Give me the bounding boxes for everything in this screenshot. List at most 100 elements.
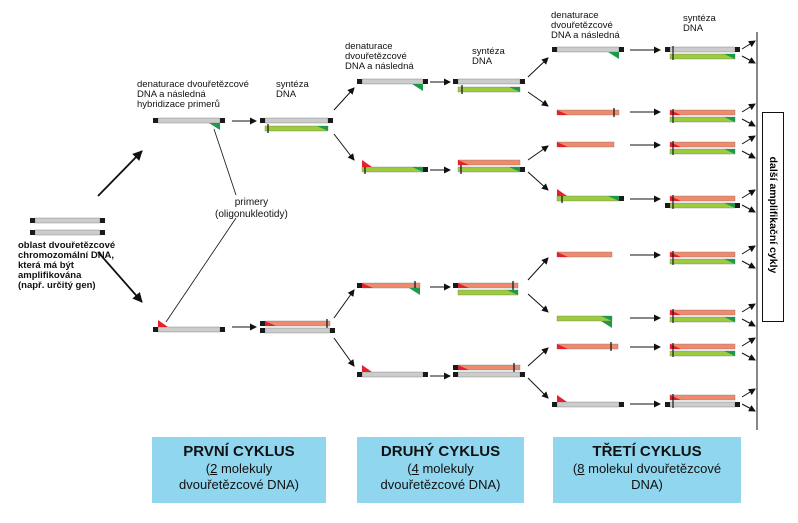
cycle3-product-1	[665, 46, 740, 60]
strand-end	[665, 203, 670, 208]
red-primer	[557, 344, 568, 349]
cycle-count-line: (4 molekuly	[407, 461, 474, 476]
arrow-further	[741, 55, 756, 64]
process-arrows	[97, 32, 758, 430]
cycle3-product-8	[665, 394, 740, 408]
arrow-to-denaturation	[97, 251, 143, 303]
template-strand	[157, 326, 221, 333]
cycle-title: TŘETÍ CYKLUS	[592, 443, 702, 460]
cycle-box-1: PRVNÍ CYKLUS (2 molekuly dvouřetězcové D…	[152, 437, 326, 503]
strand-end	[260, 118, 265, 123]
red-primer	[557, 189, 567, 196]
green-primer	[608, 52, 619, 59]
strand-end	[330, 328, 335, 333]
strand-end	[357, 79, 362, 84]
strand-end	[619, 402, 624, 407]
denaturation-label-cycle3: denaturace dvouřetězcové DNA a následná	[551, 10, 620, 41]
arrow-cycle2	[333, 289, 355, 319]
arrow-cycle3	[527, 145, 549, 161]
strand-end	[30, 230, 35, 235]
arrow-cycle3	[527, 171, 549, 191]
cycle3-denatured-1	[552, 46, 624, 59]
red-primer	[557, 110, 568, 115]
cycle-box-3: TŘETÍ CYKLUS (8 molekul dvouřetězcové DN…	[553, 437, 741, 503]
cycle3-denatured-8	[552, 395, 624, 408]
dna-molecules	[30, 46, 740, 408]
green-primer	[601, 321, 612, 328]
strand-end	[619, 47, 624, 52]
green-primer	[412, 167, 423, 172]
synthesis-label-cycle3: syntéza DNA	[683, 13, 716, 34]
red-primer	[158, 320, 168, 327]
further-cycles-label: další amplifikační cykly	[767, 156, 779, 274]
template-strand	[361, 371, 424, 378]
arrow-further	[741, 118, 756, 127]
strand-end	[260, 328, 265, 333]
arrow-further	[741, 303, 756, 313]
red-primer	[362, 160, 372, 167]
cycle-description: DNA)	[631, 477, 663, 492]
cycle2-denatured-2	[361, 160, 428, 174]
strand-end	[552, 402, 557, 407]
arrow-further	[741, 204, 756, 213]
synthesis-label-cycle2: syntéza DNA	[472, 46, 505, 67]
strand-end	[453, 79, 458, 84]
cycle-description: dvouřetězcové DNA)	[179, 477, 299, 492]
arrow-cycle3	[527, 347, 549, 367]
strand-end	[100, 218, 105, 223]
strand-end	[520, 79, 525, 84]
new-strand	[669, 116, 736, 123]
cycle2-product-4	[453, 363, 525, 378]
green-primer	[608, 196, 619, 201]
arrow-to-denaturation	[97, 150, 143, 197]
cycle2-product-2	[457, 159, 525, 174]
cycle-box-2: DRUHÝ CYKLUS (4 molekuly dvouřetězcové D…	[357, 437, 524, 503]
template-strand	[34, 217, 101, 224]
cycle-title: PRVNÍ CYKLUS	[183, 443, 295, 460]
arrow-cycle3	[527, 293, 549, 313]
cycle2-denatured-1	[357, 78, 428, 91]
cycle3-denatured-7	[556, 342, 619, 351]
cycle3-product-6	[669, 309, 736, 323]
strand-end	[665, 47, 670, 52]
cycle3-denatured-5	[556, 251, 613, 258]
strand-end	[260, 321, 265, 326]
red-primer	[362, 283, 373, 288]
green-primer	[507, 290, 518, 295]
cycle3-product-3	[669, 141, 736, 155]
template-strand	[157, 117, 221, 124]
strand-end	[328, 118, 333, 123]
strand-end	[453, 372, 458, 377]
new-strand	[669, 309, 736, 316]
arrow-cycle3	[527, 257, 549, 281]
cycle1-product-bottom	[260, 319, 335, 334]
cycle2-product-3	[453, 281, 519, 296]
red-primer	[458, 160, 469, 165]
red-primer	[458, 283, 469, 288]
green-primer	[409, 288, 420, 295]
green-primer	[724, 54, 735, 59]
cycle-count-line: (8 molekul dvouřetězcové	[572, 461, 722, 476]
red-primer	[458, 365, 469, 370]
template-strand	[556, 46, 620, 53]
strand-end	[220, 118, 225, 123]
cycle3-denatured-2	[556, 108, 620, 117]
denaturation-label-cycle2: denaturace dvouřetězcové DNA a následná	[345, 41, 414, 72]
template-strand	[361, 78, 424, 85]
strand-end	[619, 196, 624, 201]
strand-end	[735, 402, 740, 407]
strand-end	[153, 118, 158, 123]
strand-end	[453, 283, 458, 288]
arrow-cycle3	[527, 57, 549, 78]
strand-end	[453, 365, 458, 370]
strand-end	[153, 327, 158, 332]
new-strand	[669, 195, 736, 202]
source-dna-label: oblast dvouřetězcové chromozomální DNA, …	[18, 240, 116, 291]
red-primer	[557, 142, 568, 147]
template-strand	[556, 401, 620, 408]
cycle3-product-7	[669, 343, 736, 357]
new-strand	[264, 320, 331, 327]
source-dna	[30, 217, 105, 236]
arrow-further	[741, 388, 756, 398]
